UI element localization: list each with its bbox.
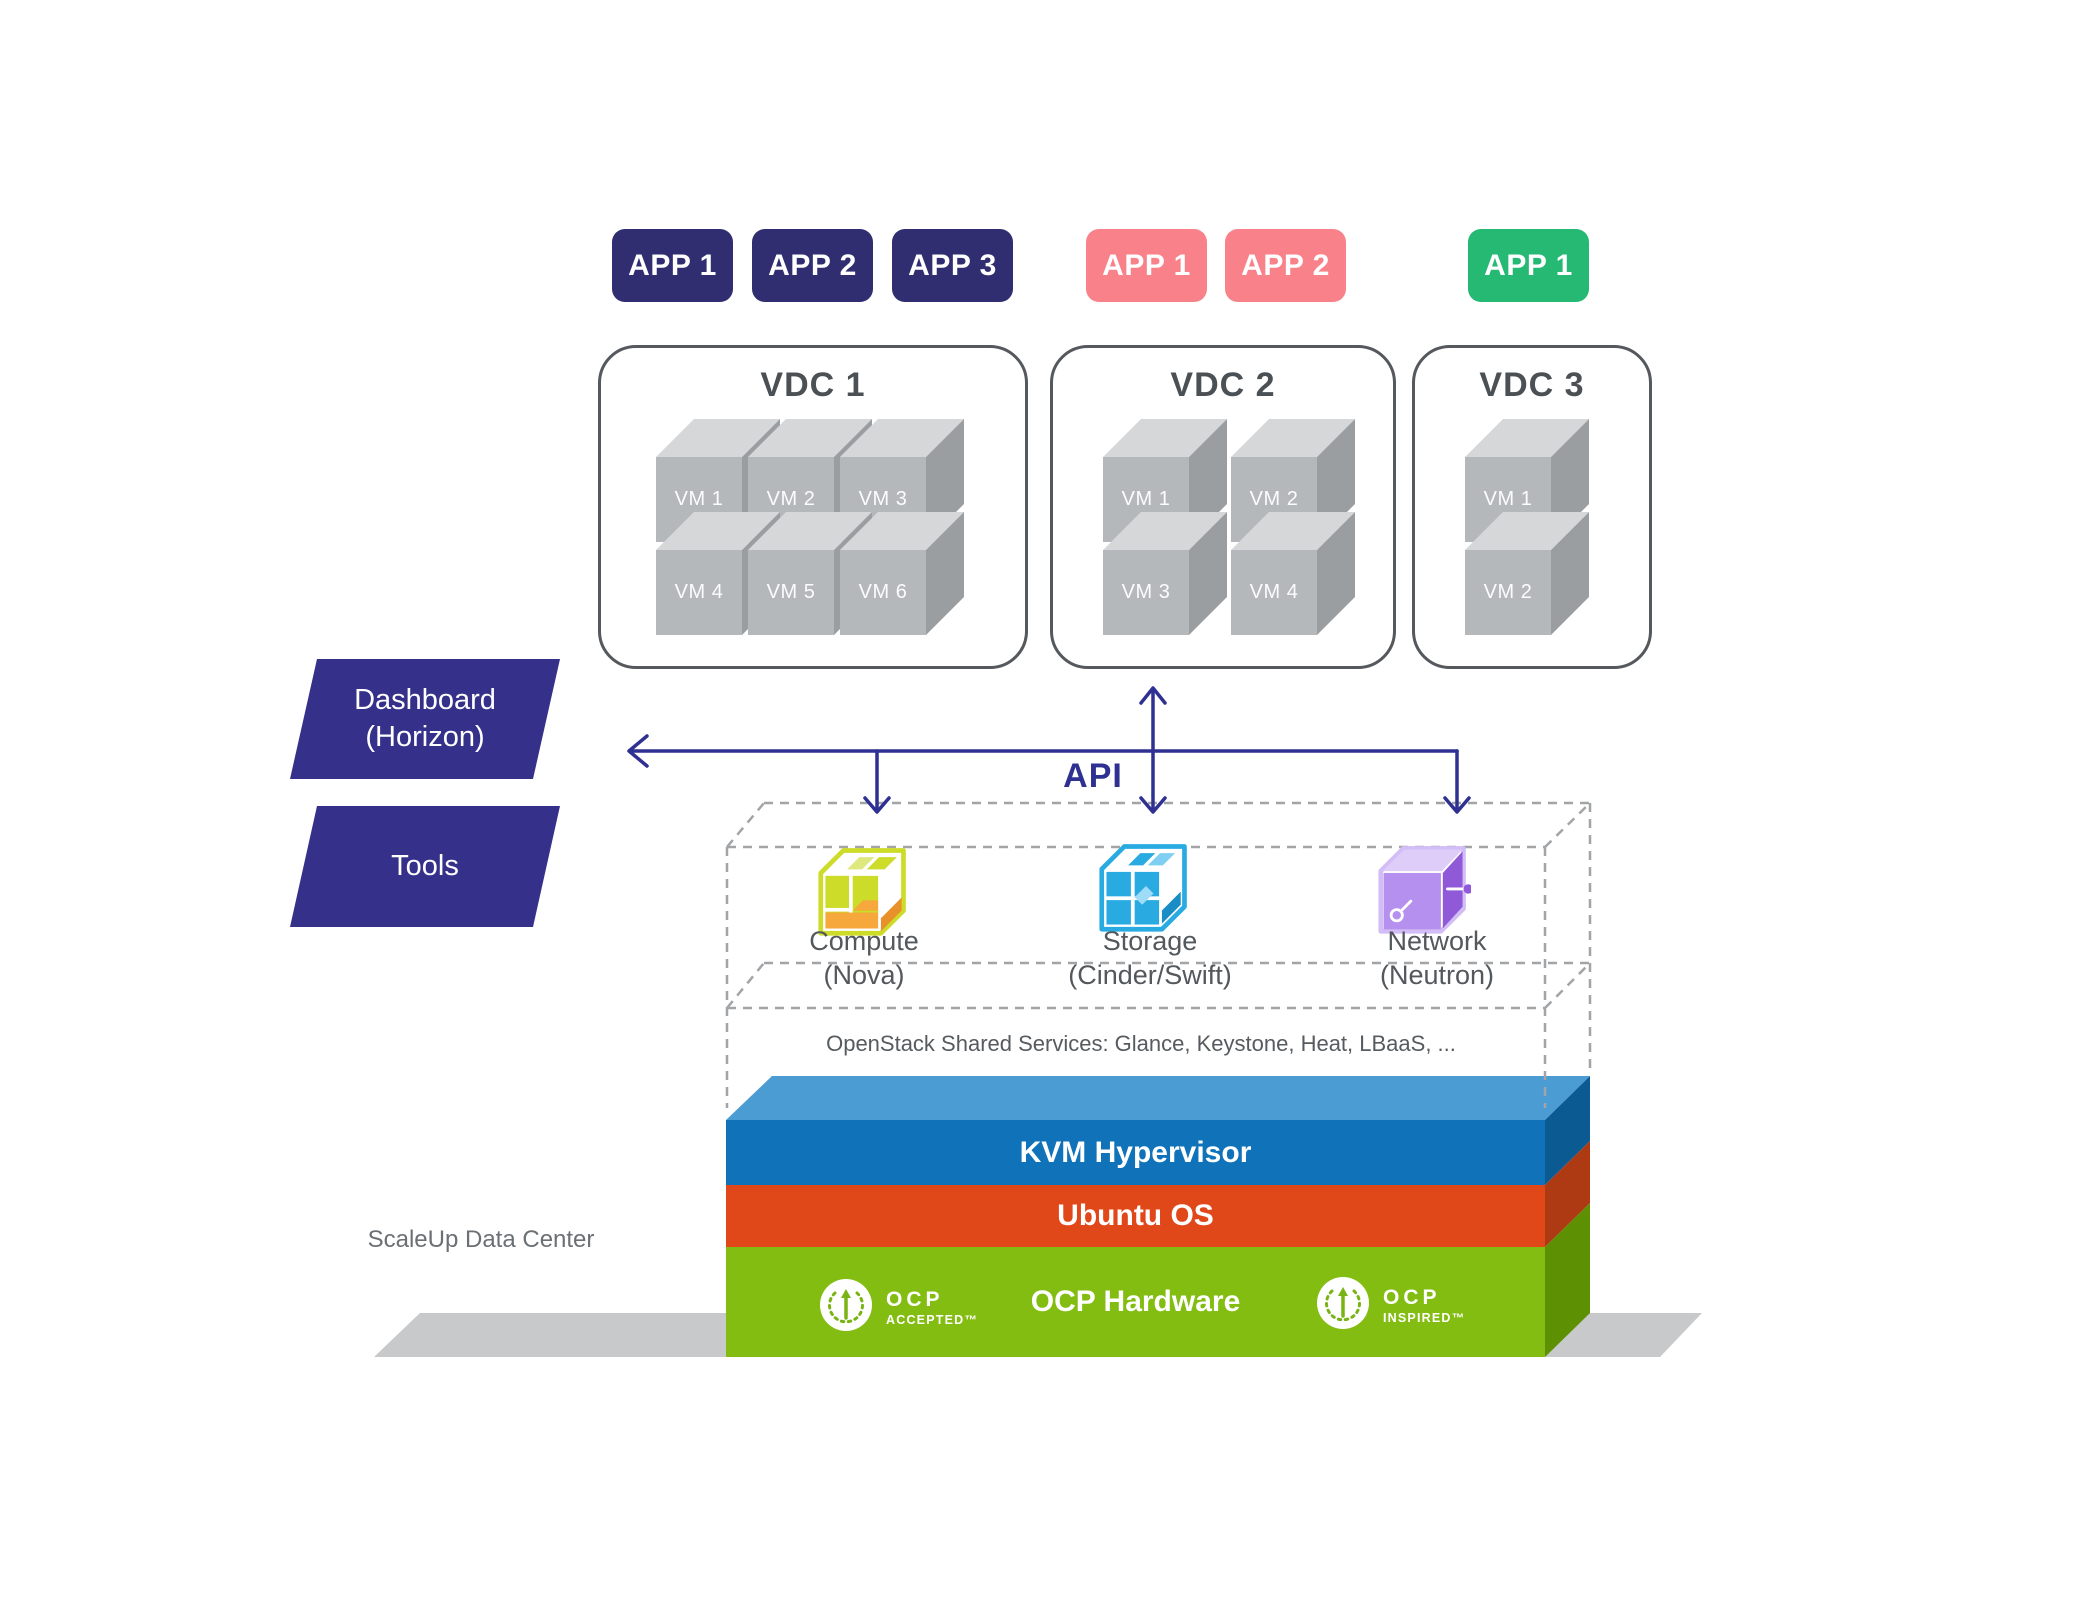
tools-panel-label: Tools — [391, 850, 459, 882]
vm-cube: VM 6 — [840, 512, 964, 635]
arrowhead-down — [1443, 796, 1471, 814]
ocp-layer-label: OCP Hardware — [1030, 1285, 1241, 1318]
vm-label: VM 2 — [1249, 488, 1299, 510]
stack-top-face — [726, 1076, 1590, 1120]
app-badge: APP 1 — [1468, 229, 1589, 302]
vm-cube: VM 5 — [748, 512, 872, 635]
vm-cube: VM 4 — [656, 512, 780, 635]
ocp-inspired-logo — [1317, 1277, 1369, 1329]
arrowhead-up — [1139, 686, 1167, 705]
kvm-side-face — [1545, 1076, 1590, 1185]
vm-label: VM 1 — [1121, 488, 1171, 510]
vdc2-box: VDC 2 VM 1 VM 2 VM 3 VM 4 — [1050, 345, 1396, 669]
api-label: API — [1063, 757, 1123, 795]
vm-label: VM 1 — [674, 488, 724, 510]
vm-label: VM 4 — [1249, 581, 1299, 603]
dashboard-panel-label: Dashboard — [354, 684, 496, 716]
arrowhead-down — [1139, 796, 1167, 814]
vm-label: VM 1 — [1483, 488, 1533, 510]
vm-cube: VM 2 — [1465, 512, 1589, 635]
ocp-logo-subtitle: ACCEPTED™ — [886, 1313, 979, 1327]
vm-cube: VM 4 — [1231, 512, 1355, 635]
ocp-logo-subtitle: INSPIRED™ — [1383, 1311, 1466, 1325]
storage-cube-icon — [1099, 844, 1187, 932]
vm-label: VM 5 — [766, 581, 816, 603]
vm-label: VM 4 — [674, 581, 724, 603]
app-badge: APP 3 — [892, 229, 1013, 302]
ubuntu-side-face — [1545, 1141, 1590, 1247]
service-name: Compute — [809, 926, 919, 956]
ocp-inspired-text: OCP INSPIRED™ — [1383, 1287, 1465, 1325]
vm-label: VM 3 — [1121, 581, 1171, 603]
shared-services-note: OpenStack Shared Services: Glance, Keyst… — [826, 1031, 1456, 1056]
dashboard-panel-sublabel: (Horizon) — [365, 721, 485, 753]
kvm-layer-label: KVM Hypervisor — [1019, 1136, 1252, 1169]
service-subname: (Neutron) — [1379, 960, 1495, 990]
ocp-accepted-text: OCP ACCEPTED™ — [886, 1289, 978, 1327]
app-badge: APP 1 — [1086, 229, 1207, 302]
app-badge: APP 2 — [1225, 229, 1346, 302]
ocp-accepted-logo — [820, 1279, 872, 1331]
storage-service-label: Storage (Cinder/Swift) — [990, 924, 1310, 992]
vdc1-title: VDC 1 — [760, 366, 866, 404]
vm-cube: VM 3 — [1103, 512, 1227, 635]
vdc2-title: VDC 2 — [1170, 366, 1276, 404]
dashboard-horizon-panel: Dashboard (Horizon) — [290, 659, 560, 779]
ocp-logo-title: OCP — [886, 1288, 944, 1311]
vm-label: VM 2 — [766, 488, 816, 510]
arrowhead-down — [863, 796, 891, 814]
service-name: Storage — [1102, 926, 1198, 956]
app-badge: APP 1 — [612, 229, 733, 302]
service-name: Network — [1387, 926, 1487, 956]
service-subname: (Nova) — [823, 960, 905, 990]
vm-label: VM 3 — [858, 488, 908, 510]
network-cube-icon — [1378, 846, 1471, 934]
vdc3-box: VDC 3 VM 1 VM 2 — [1412, 345, 1652, 669]
compute-service-label: Compute (Nova) — [704, 924, 1024, 992]
scaleup-data-center-label: ScaleUp Data Center — [367, 1226, 595, 1253]
network-service-label: Network (Neutron) — [1277, 924, 1597, 992]
vm-label: VM 2 — [1483, 581, 1533, 603]
compute-cube-icon — [818, 848, 906, 936]
arrowhead-left — [627, 734, 649, 768]
app-badge: APP 2 — [752, 229, 873, 302]
vdc1-box: VDC 1 VM 1 VM 2 VM 3 VM 4 VM 5 VM 6 — [598, 345, 1028, 669]
tools-panel: Tools — [290, 806, 560, 927]
ubuntu-layer-label: Ubuntu OS — [1057, 1199, 1214, 1232]
ocp-logo-title: OCP — [1383, 1286, 1441, 1309]
vdc3-title: VDC 3 — [1479, 366, 1585, 404]
service-subname: (Cinder/Swift) — [1068, 960, 1232, 990]
ocp-side-face — [1545, 1203, 1590, 1357]
vm-label: VM 6 — [858, 581, 908, 603]
